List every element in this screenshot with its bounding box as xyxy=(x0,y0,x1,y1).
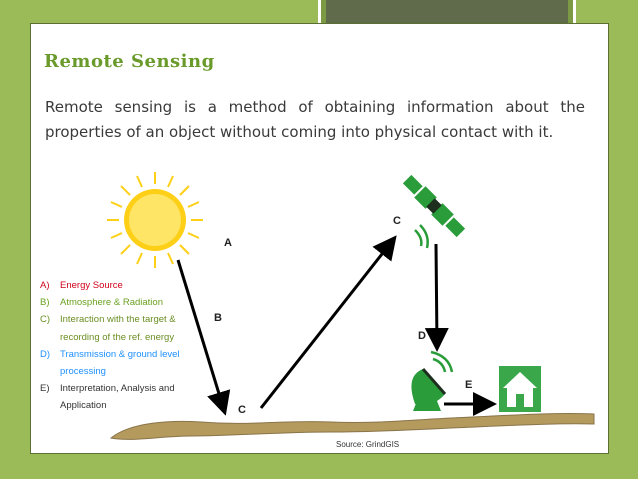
house-icon xyxy=(499,366,541,412)
label-c-ground: C xyxy=(238,404,246,416)
ground-terrain xyxy=(109,412,595,440)
satellite-icon xyxy=(402,174,466,238)
slide: Remote Sensing Remote sensing is a metho… xyxy=(30,23,609,454)
slide-title: Remote Sensing xyxy=(44,51,215,72)
arrow-ground-to-satellite xyxy=(259,235,397,409)
arrow-satellite-to-station xyxy=(424,243,449,352)
legend: A)Energy Source B)Atmosphere & Radiation… xyxy=(40,277,200,415)
dish-antenna-icon xyxy=(411,350,454,411)
label-d: D xyxy=(418,330,426,342)
arrow-sun-to-ground xyxy=(176,259,231,416)
source-caption: Source: GrindGIS xyxy=(336,440,400,449)
label-c-satellite: C xyxy=(393,215,401,227)
label-e: E xyxy=(465,379,472,391)
remote-sensing-diagram: A B C C D E xyxy=(107,172,595,440)
legend-item-a: A)Energy Source xyxy=(40,280,123,291)
legend-item-e: E)Interpretation, Analysis and Applicati… xyxy=(40,383,175,412)
sun-icon xyxy=(107,172,203,268)
intro-text: Remote sensing is a method of obtaining … xyxy=(45,98,585,141)
legend-item-b: B)Atmosphere & Radiation xyxy=(40,297,163,309)
legend-item-d: D)Transmission & ground level processing xyxy=(40,348,180,378)
label-b: B xyxy=(214,312,222,324)
legend-item-c: C)Interaction with the target & recordin… xyxy=(40,314,176,343)
label-a: A xyxy=(224,237,232,249)
satellite-signal-icon xyxy=(414,224,429,249)
